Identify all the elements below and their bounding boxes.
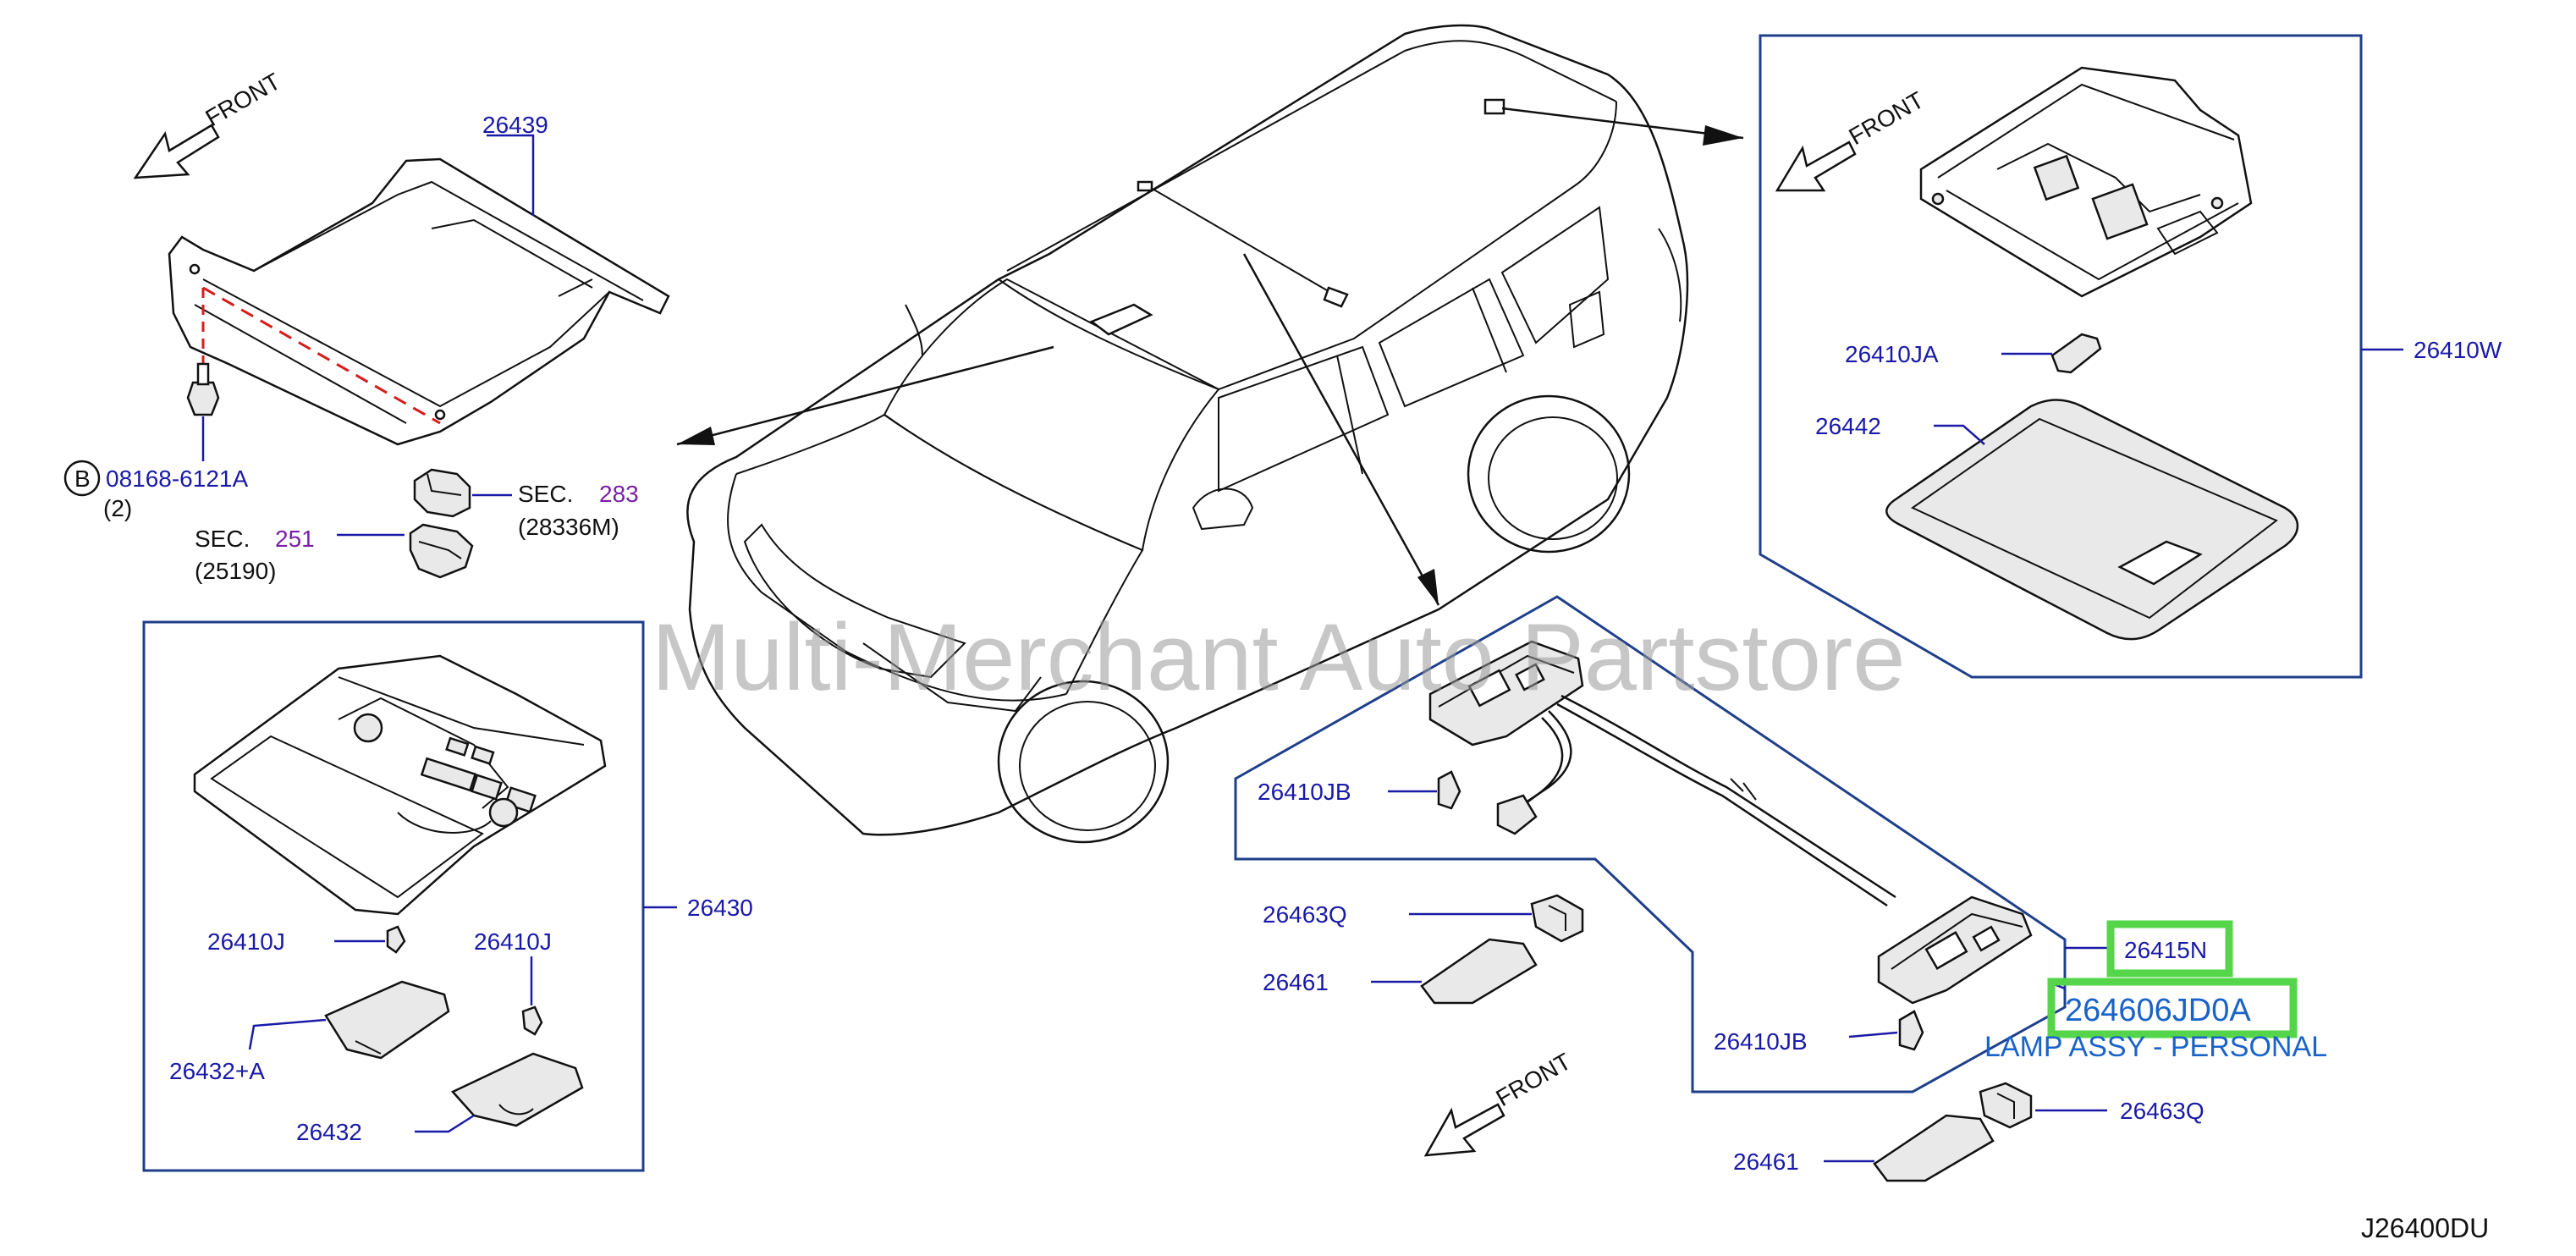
part-label-26463Q-left: 26463Q	[1263, 901, 1347, 928]
part-label-26410JB-bottom: 26410JB	[1714, 1028, 1808, 1055]
clip-26463Q-right	[1979, 1082, 2033, 1129]
front-label-3: FRONT	[1492, 1048, 1576, 1111]
part-label-26461-left: 26461	[1263, 969, 1329, 995]
bulb-26410J-right	[521, 1005, 543, 1036]
connector-sec-251	[409, 523, 474, 579]
dome-lamp-group: 26410W FRONT 26410JA 26442	[1759, 34, 2502, 679]
roof-bracket-group: FRONT 26439 B 08168-6121A (2) SEC. 283 (…	[63, 68, 670, 584]
sec-251-prefix: SEC.	[195, 526, 250, 552]
part-label-26430: 26430	[687, 895, 753, 921]
part-label-26415N: 26415N	[2124, 937, 2207, 963]
highlight-box-26415N	[2106, 920, 2233, 978]
sec-283-sub: (28336M)	[518, 514, 619, 540]
highlight-box-264606JD0A	[2047, 978, 2298, 1038]
roof-bracket-26439	[168, 157, 670, 446]
part-qty-08168: (2)	[103, 495, 132, 521]
front-arrow-icon-2	[1775, 140, 1857, 192]
assembly-box-264606JD0A	[1234, 595, 2067, 1093]
part-label-26442: 26442	[1815, 413, 1881, 439]
lens-26461-bottom	[1873, 1114, 1995, 1182]
part-label-26463Q-right: 26463Q	[2120, 1098, 2204, 1124]
part-label-26432A: 26432+A	[169, 1058, 265, 1084]
part-label-26410JB-top: 26410JB	[1258, 779, 1351, 805]
figure-id: J26400DU	[2361, 1213, 2489, 1243]
bulb-26410J-left	[386, 925, 406, 954]
bolt-icon	[186, 381, 220, 416]
part-label-26410JA: 26410JA	[1845, 341, 1939, 367]
part-label-26410J-right: 26410J	[474, 928, 552, 955]
sec-251-sub: (25190)	[195, 558, 277, 584]
alignment-line	[202, 286, 441, 425]
front-arrow-icon	[133, 124, 220, 179]
bulb-26410JB-lower	[1898, 1010, 1924, 1051]
front-arrow-icon-3	[1423, 1103, 1505, 1157]
part-label-26432: 26432	[296, 1119, 362, 1145]
part-label-26410W: 26410W	[2414, 337, 2502, 363]
lens-26461-left	[1420, 938, 1538, 1005]
assembly-box-26410W	[1759, 34, 2363, 679]
part-description: LAMP ASSY - PERSONAL	[1984, 1031, 2327, 1063]
front-label-2: FRONT	[1845, 86, 1929, 150]
wire-connector	[1496, 794, 1538, 835]
sec-283-number: 283	[599, 481, 639, 507]
vehicle-illustration	[676, 24, 1744, 844]
part-label-26461-bottom: 26461	[1733, 1149, 1799, 1175]
personal-lamp-group: 26410JB 26410JB 26415N 264606JD0A LAMP A…	[1234, 595, 2327, 1182]
map-lamp-group: 26430 26410J 26410J 26432+A 26432	[142, 620, 753, 1172]
personal-lamp-unit-upper	[1428, 640, 1584, 746]
dome-lamp-housing	[1919, 66, 2253, 298]
bulb-26410JA	[2050, 333, 2102, 374]
front-label: FRONT	[201, 68, 285, 131]
part-number-264606JD0A: 264606JD0A	[2065, 993, 2251, 1028]
bulb-26410JB-upper	[1437, 770, 1461, 810]
overhead-console-26430	[193, 654, 607, 916]
lens-26432A	[324, 980, 450, 1060]
assembly-box-26430	[142, 620, 645, 1172]
part-label-26439: 26439	[482, 112, 548, 138]
part-label-26410J-left: 26410J	[207, 928, 285, 955]
sec-283-prefix: SEC.	[518, 481, 573, 507]
bolt-marker-circle	[63, 460, 101, 497]
dome-lens-26442	[1885, 399, 2299, 641]
part-label-08168-6121A: 08168-6121A	[106, 465, 248, 492]
sec-251-number: 251	[275, 526, 315, 552]
clip-26463Q-left	[1530, 894, 1584, 943]
watermark-text: Multi-Merchant Auto Partstore	[652, 604, 1905, 710]
bolt-marker-letter: B	[74, 465, 91, 492]
